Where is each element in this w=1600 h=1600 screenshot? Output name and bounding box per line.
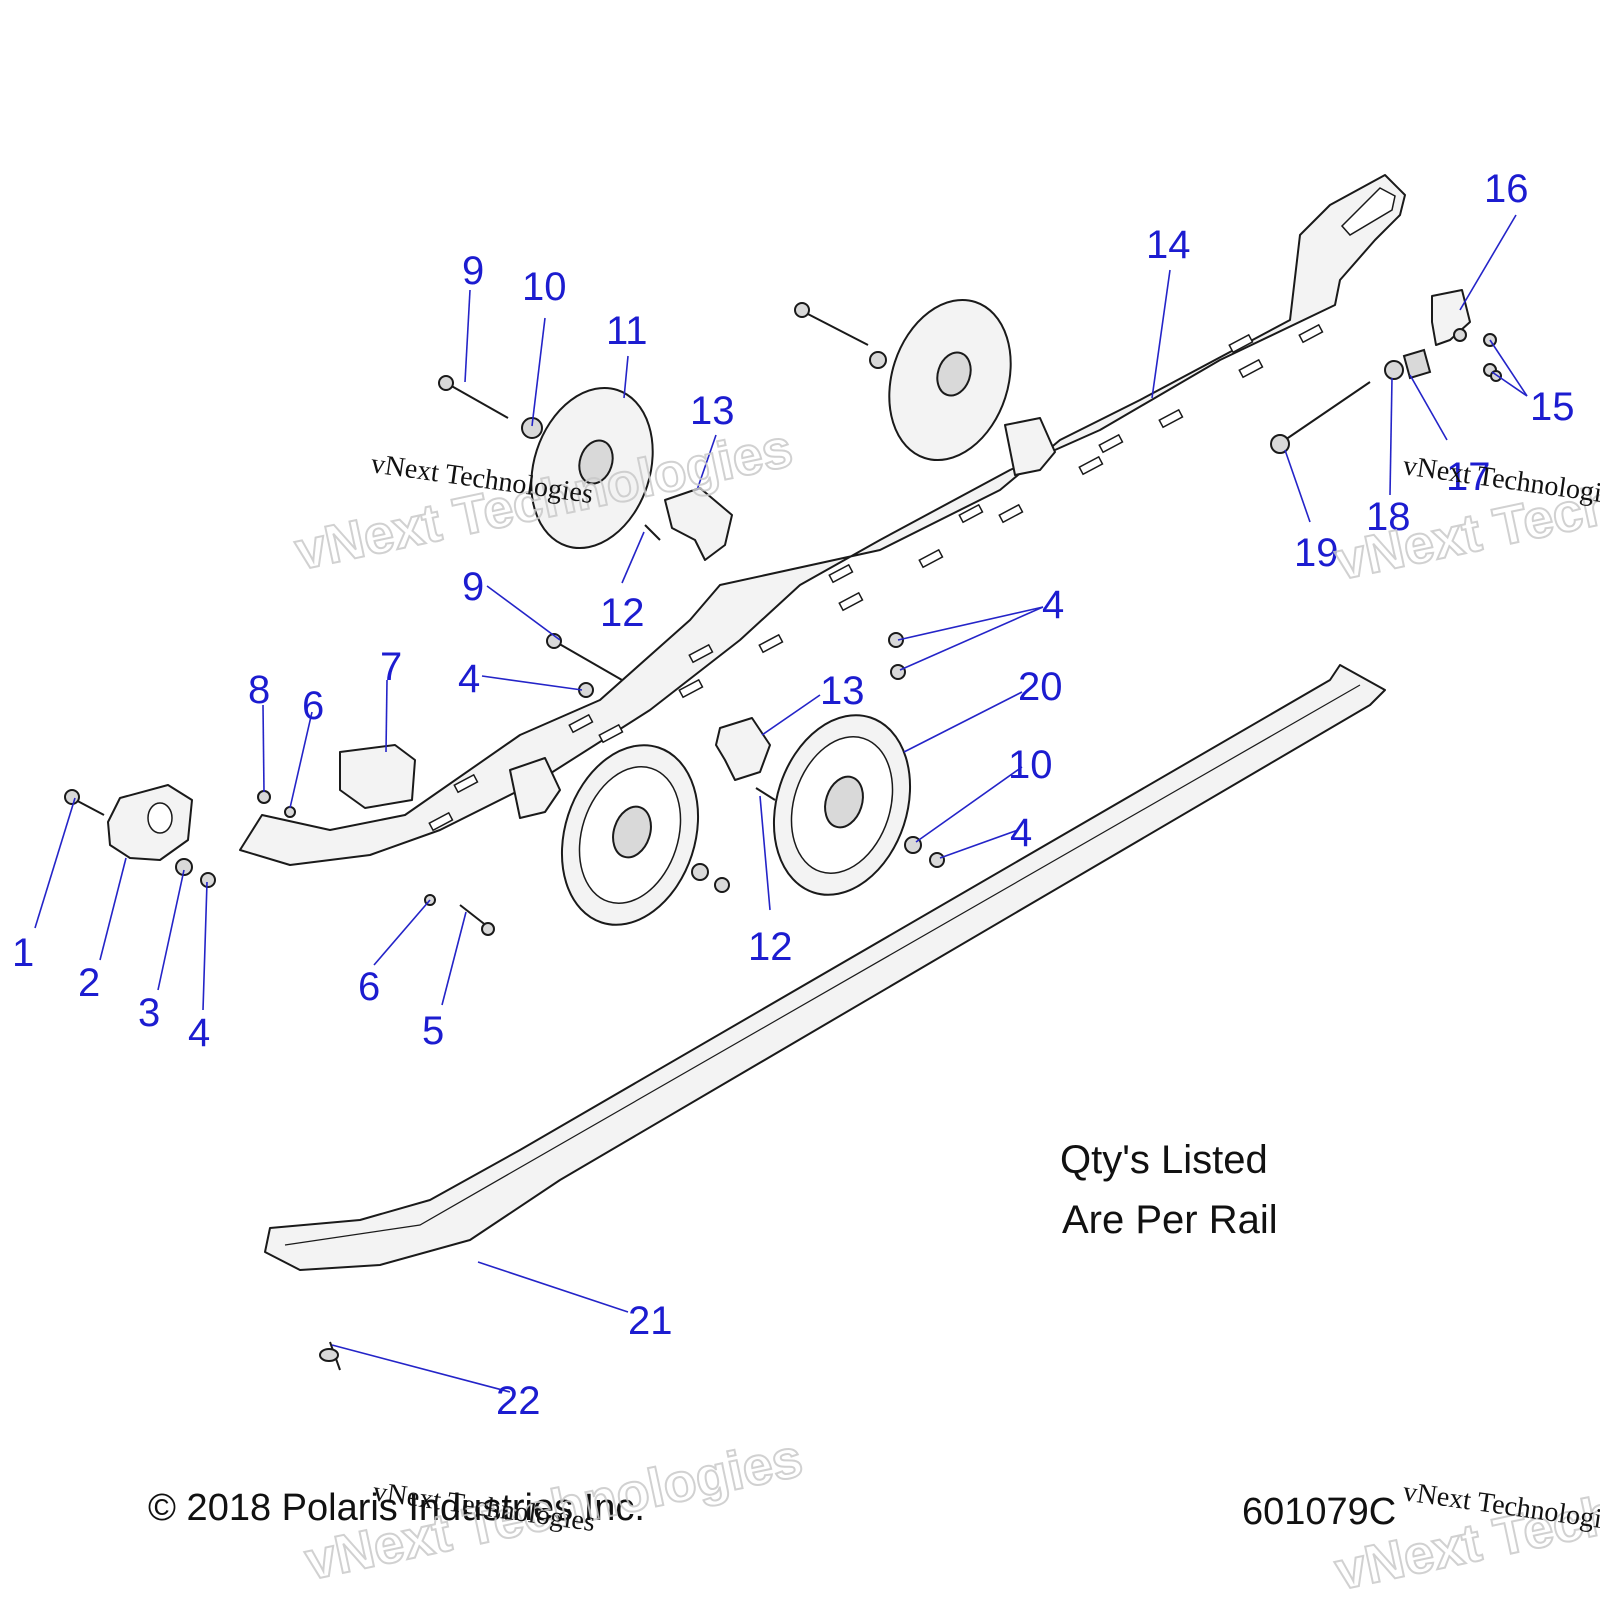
suspension-rail (239, 174, 1406, 866)
callout-22: 22 (496, 1379, 541, 1423)
wear-strip (264, 664, 1386, 1271)
callout-10: 10 (522, 265, 567, 309)
callout-10b: 10 (1008, 743, 1053, 787)
callout-4: 4 (188, 1011, 210, 1055)
callout-18: 18 (1366, 495, 1411, 539)
nuts-and-washers (175, 328, 1502, 906)
callout-9b: 9 (462, 565, 484, 609)
callout-4c: 4 (1010, 811, 1032, 855)
callout-9: 9 (462, 249, 484, 293)
callout-4d: 4 (1042, 583, 1064, 627)
callout-17: 17 (1446, 455, 1491, 499)
idler-wheel-rear-20 (772, 714, 912, 896)
callout-20: 20 (1018, 665, 1063, 709)
callout-11: 11 (606, 309, 648, 353)
axle-bracket-lower (715, 717, 771, 781)
callout-21: 21 (628, 1299, 673, 1343)
parts-drawing (64, 174, 1502, 1371)
callout-13b: 13 (820, 669, 865, 713)
upper-wheel-11 (530, 386, 654, 550)
rear-bracket (1431, 289, 1471, 346)
callout-3: 3 (138, 991, 160, 1035)
copyright-notice: © 2018 Polaris Industries Inc. (148, 1487, 645, 1529)
callout-2: 2 (78, 961, 100, 1005)
bolts (64, 302, 1371, 1371)
axle-bracket-upper (664, 487, 733, 561)
callout-1: 1 (12, 931, 34, 975)
callout-labels: 1 2 3 4 5 6 7 8 6 4 9 12 13 20 10 4 4 12… (12, 167, 1575, 1423)
callout-6: 6 (358, 965, 380, 1009)
callout-7: 7 (380, 645, 402, 689)
watermarks: vNext Technologies vNext Technologies vN… (289, 417, 1600, 1600)
quantity-note-line1: Qty's Listed (1060, 1138, 1268, 1182)
callout-14: 14 (1146, 223, 1191, 267)
idler-wheel-front (560, 744, 700, 926)
upper-wheel-rear (888, 298, 1012, 462)
callout-5: 5 (422, 1009, 444, 1053)
callout-6b: 6 (302, 684, 324, 728)
callout-19: 19 (1294, 531, 1339, 575)
rail-slots (428, 323, 1324, 832)
stop-block (339, 744, 416, 809)
rail-boss-front (509, 757, 561, 819)
callout-8: 8 (248, 668, 270, 712)
callout-13: 13 (690, 389, 735, 433)
callout-12: 12 (600, 591, 645, 635)
leader-lines (34, 214, 1528, 1393)
callout-12b: 12 (748, 925, 793, 969)
rear-spacer (1402, 348, 1432, 380)
callout-4b: 4 (458, 657, 480, 701)
callout-15: 15 (1530, 385, 1575, 429)
quantity-note-line2: Are Per Rail (1062, 1198, 1278, 1242)
rail-boss-rear (1004, 417, 1056, 476)
diagram-code: 601079C (1242, 1491, 1396, 1533)
callout-16: 16 (1484, 167, 1529, 211)
